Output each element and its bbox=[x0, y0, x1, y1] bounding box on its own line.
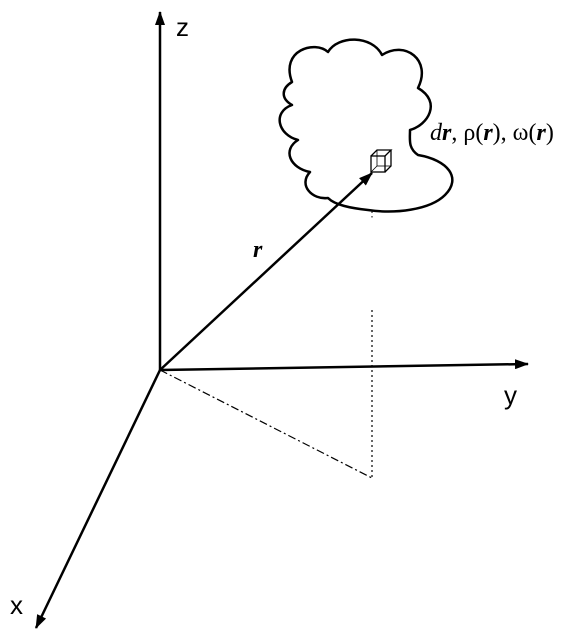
element-properties-label: dr, ρ(r), ω(r) bbox=[430, 120, 554, 146]
y-axis bbox=[159, 359, 529, 372]
vector-r-label: r bbox=[253, 237, 263, 263]
volume-element-cube bbox=[370, 149, 393, 173]
position-vector-r bbox=[159, 172, 373, 371]
x-axis-label: x bbox=[10, 590, 23, 620]
projection-line-xy bbox=[159, 369, 373, 479]
mass-distribution-cloud bbox=[278, 38, 454, 213]
y-axis-label: y bbox=[504, 380, 517, 410]
x-axis bbox=[34, 369, 162, 629]
z-axis-label: z bbox=[176, 12, 189, 42]
